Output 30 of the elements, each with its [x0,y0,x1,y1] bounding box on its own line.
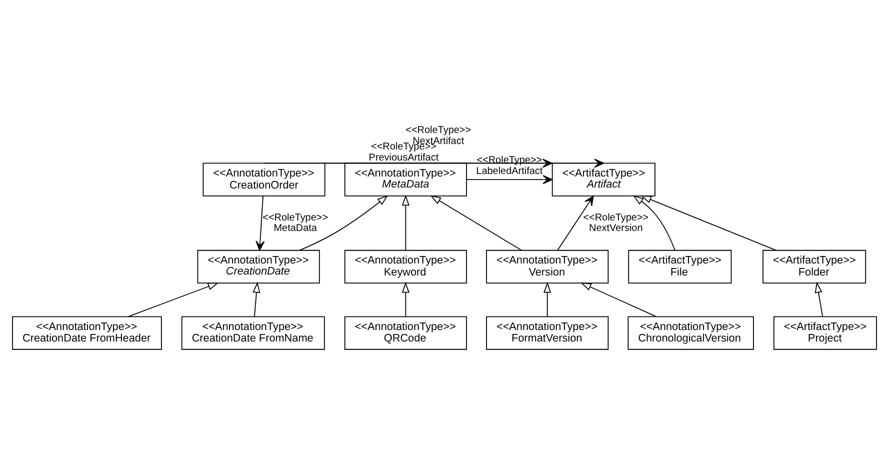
arrow [580,282,657,317]
node-box: <<ArtifactType>> File [628,249,732,284]
arrow [557,195,594,250]
arrow [632,194,676,250]
node-box: <<ArtifactType>> Project [773,316,877,350]
arrow [299,194,388,250]
node-box: <<ArtifactType>> Artifact [552,162,656,196]
node-box: <<AnnotationType>> CreationDate FromHeader [12,316,162,350]
arrow [128,282,219,317]
node-box: <<AnnotationType>> CreationDate FromName [181,316,325,350]
arrow [402,194,410,250]
node-box: <<AnnotationType>> Version [486,249,609,284]
edge-label: <<RoleType>> NextVersion [583,212,649,234]
arrow [640,194,777,250]
edge-label: <<RoleType>> MetaData [262,212,328,234]
arrow [252,281,260,317]
node-box: <<AnnotationType>> ChronologicalVersion [628,316,754,350]
node-box: <<AnnotationType>> CreationDate [197,249,320,284]
node-box: <<AnnotationType>> FormatVersion [486,316,609,350]
node-box: <<AnnotationType>> QRCode [344,316,467,350]
arrow [544,281,552,317]
arrow [466,174,553,184]
node-box: <<AnnotationType>> Keyword [344,249,467,284]
node-box: <<ArtifactType>> Folder [762,249,866,284]
arrow [430,194,522,250]
node-box: <<AnnotationType>> CreationOrder [202,162,326,196]
arrow [256,195,265,250]
node-box: <<AnnotationType>> MetaData [344,162,467,196]
arrow [814,281,824,317]
arrow [402,281,410,317]
